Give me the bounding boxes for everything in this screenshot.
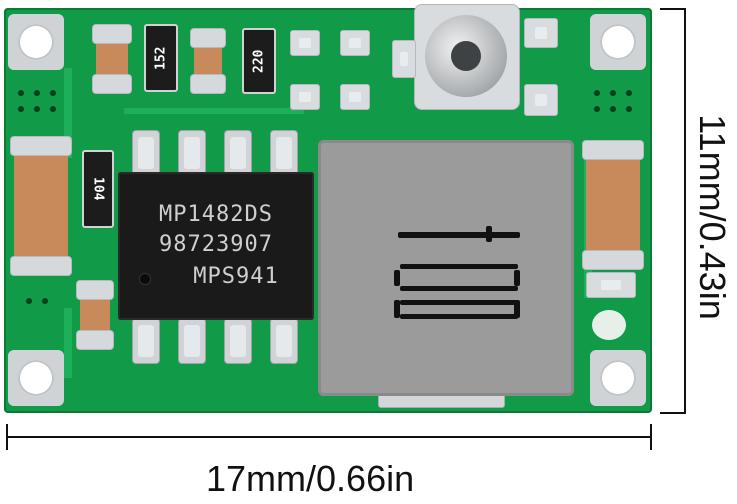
width-dimension-tick (6, 424, 8, 450)
inductor-marking (514, 270, 520, 286)
potentiometer-knob (425, 15, 507, 97)
inductor-marking (398, 232, 520, 238)
mounting-hole-bottom-left (8, 350, 64, 406)
inductor-marking (514, 300, 520, 318)
height-dimension-tick (660, 8, 686, 10)
ic-marking-line3: MPS941 (193, 264, 279, 289)
inductor-marking (400, 300, 518, 305)
inductor-marking (400, 286, 518, 291)
trimmer-potentiometer (414, 4, 520, 110)
ic-pin (224, 318, 252, 364)
via (50, 106, 56, 112)
power-inductor (318, 140, 574, 396)
potentiometer-slot (451, 41, 481, 71)
ic-pin (224, 130, 252, 176)
via (594, 106, 600, 112)
via (626, 90, 632, 96)
via (26, 298, 32, 304)
via (34, 90, 40, 96)
solder-pad (524, 18, 558, 48)
width-dimension-line (6, 436, 652, 438)
capacitor-output (582, 140, 644, 270)
ic-pin (270, 130, 298, 176)
via (610, 90, 616, 96)
via (50, 90, 56, 96)
solder-pad (340, 84, 370, 110)
capacitor-terminal (10, 256, 72, 276)
resistor-label: 152 (153, 46, 169, 70)
resistor-152: 152 (144, 24, 178, 92)
resistor-label: 104 (90, 177, 106, 201)
via (594, 90, 600, 96)
ic-pin (178, 130, 206, 176)
silkscreen-marking (592, 310, 626, 340)
ic-pin (178, 318, 206, 364)
inductor-marking (400, 264, 518, 269)
height-dimension-tick (660, 412, 686, 414)
capacitor-small (190, 28, 226, 94)
capacitor-terminal (92, 74, 132, 94)
pcb-trace (124, 108, 304, 114)
inductor-marking (394, 270, 400, 286)
via (42, 298, 48, 304)
inductor-marking (400, 314, 518, 319)
capacitor-input (10, 136, 72, 276)
capacitor-terminal (582, 250, 644, 270)
capacitor-terminal (76, 280, 114, 300)
capacitor-terminal (190, 74, 226, 94)
width-dimension-tick (650, 424, 652, 450)
capacitor-terminal (10, 136, 72, 156)
mounting-hole-top-left (8, 14, 64, 70)
via (610, 106, 616, 112)
solder-pad (524, 84, 558, 116)
inductor-marking (486, 226, 492, 242)
mounting-hole-bottom-right (590, 350, 646, 406)
via (18, 106, 24, 112)
capacitor-top-left (92, 24, 132, 94)
capacitor-bottom-left (76, 280, 114, 350)
via (626, 106, 632, 112)
height-dimension-label: 11mm/0.43in (692, 114, 733, 320)
height-dimension-line (684, 8, 686, 414)
solder-pad (290, 84, 320, 110)
inductor-marking (394, 300, 400, 318)
ic-marking-line1: MP1482DS (159, 202, 273, 227)
resistor-104: 104 (82, 150, 114, 228)
solder-pad (340, 30, 370, 56)
via (34, 106, 40, 112)
resistor-label: 220 (251, 49, 267, 73)
ic-pin1-dot (140, 274, 150, 284)
ic-pin (132, 130, 160, 176)
pcb-trace (64, 68, 72, 158)
solder-pad (392, 40, 416, 78)
width-dimension-label: 17mm/0.66in (206, 458, 415, 499)
mounting-hole-top-right (590, 14, 646, 70)
pcb-trace (64, 308, 72, 378)
resistor-220: 220 (242, 28, 276, 94)
capacitor-terminal (76, 330, 114, 350)
solder-pad (586, 272, 636, 298)
capacitor-terminal (190, 28, 226, 48)
capacitor-terminal (582, 140, 644, 160)
via (18, 90, 24, 96)
solder-pad (290, 30, 320, 56)
ic-pin (132, 318, 160, 364)
ic-pin (270, 318, 298, 364)
ic-marking-line2: 98723907 (159, 232, 273, 257)
ic-chip: MP1482DS 98723907 MPS941 (118, 172, 314, 320)
capacitor-terminal (92, 24, 132, 44)
